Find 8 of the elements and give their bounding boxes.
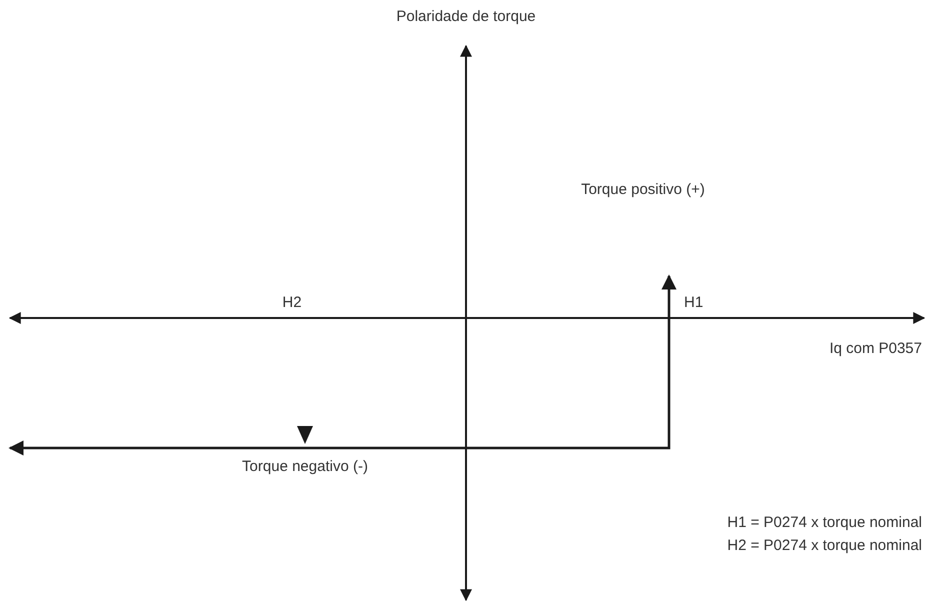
curve-label: Torque negativo (-): [242, 458, 368, 476]
curve-label: Torque positivo (+): [581, 181, 705, 199]
axis-title: Polaridade de torque: [396, 8, 536, 26]
threshold-label: H1: [684, 294, 704, 312]
threshold-label: H2: [282, 294, 302, 312]
axis-title: Iq com P0357: [829, 340, 922, 358]
note-text: H2 = P0274 x torque nominal: [727, 537, 922, 555]
note-text: H1 = P0274 x torque nominal: [727, 514, 922, 532]
